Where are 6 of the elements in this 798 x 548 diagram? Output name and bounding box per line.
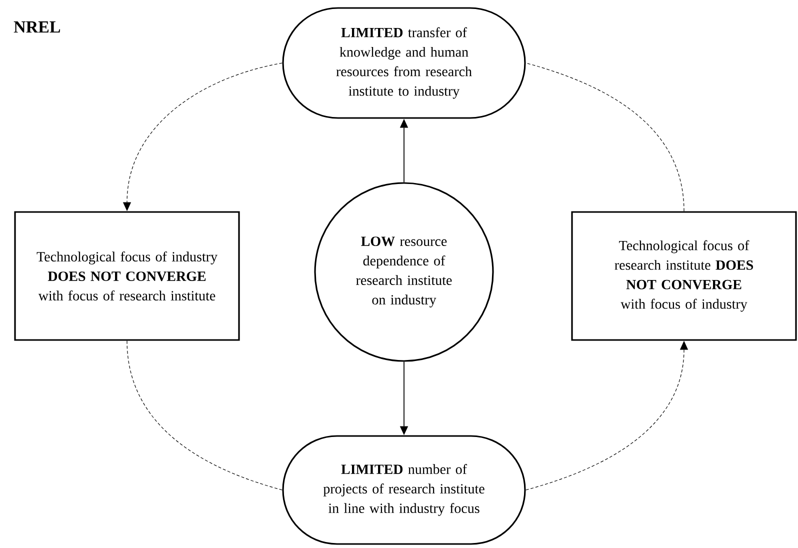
process-box: Technological focus of research institute DOES NOT CONVERGE with focus of industry (571, 211, 797, 341)
rounded-box: LIMITED number of projects of research institute in line with industry focus (282, 435, 526, 545)
title-label: NREL (14, 21, 60, 33)
circle-node: LOW resource dependence of research institute on industry (314, 182, 494, 362)
rounded-box: LIMITED transfer of knowledge and human resources from research institute to industry (282, 7, 526, 119)
process-box: Technological focus of industry DOES NOT CONVERGE with focus of research institute (14, 211, 240, 341)
